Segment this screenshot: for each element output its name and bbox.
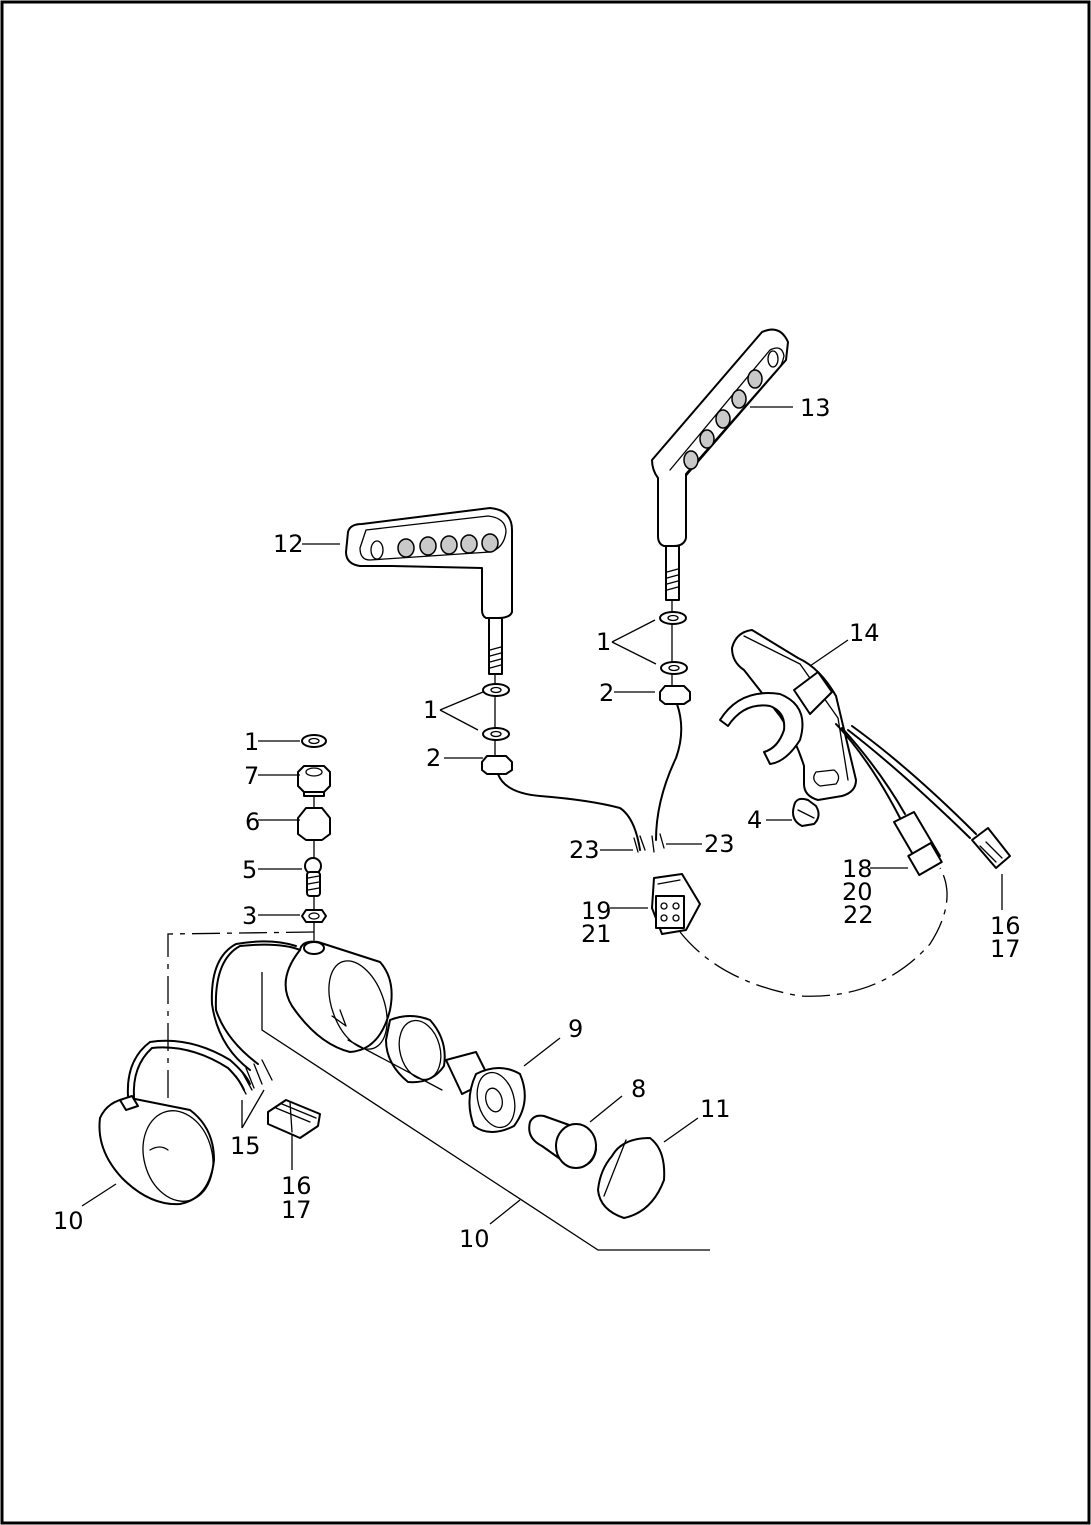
callout-labels: 12 13 14 1 1 1 2 2 3 4 5 6 7 8 9 10 10 1… [53,394,1021,1253]
callout-14: 14 [849,619,880,647]
callout-15: 15 [230,1132,261,1160]
wire-connector-block [267,1099,321,1139]
callout-9: 9 [568,1015,583,1043]
callout-1-left-washers: 1 [423,696,438,724]
callout-10-lower-left: 10 [53,1207,84,1235]
led-turn-signal-right [651,328,789,853]
callout-21: 21 [581,920,612,948]
mounting-bracket [719,629,1011,877]
callout-4: 4 [747,806,762,834]
callout-8: 8 [631,1075,646,1103]
callout-18: 18 [842,855,873,883]
callout-3: 3 [242,902,257,930]
leader-lines [81,406,1003,1225]
callout-5: 5 [242,856,257,884]
callout-19: 19 [581,897,612,925]
bullet-housing-lower [98,1039,253,1206]
dashed-wire-loop [679,867,948,997]
bullet-housing-upper [210,940,393,1089]
callout-2-left-nut: 2 [426,744,441,772]
callout-7: 7 [244,762,259,790]
callout-17-lower: 17 [281,1196,312,1224]
alignment-line [167,931,315,1110]
callout-2-right-nut: 2 [599,679,614,707]
grommet [792,797,820,827]
callout-17-right: 17 [990,935,1021,963]
callout-23-left: 23 [569,836,600,864]
callout-23-right: 23 [704,830,735,858]
bulb-socket [347,1015,526,1133]
bulb [528,1114,597,1169]
callout-12: 12 [273,530,304,558]
led-turn-signal-left [345,507,646,853]
callout-1-stack: 1 [244,728,259,756]
callout-20: 20 [842,878,873,906]
callout-10-lower-center: 10 [459,1225,490,1253]
leader-10-lower [261,972,710,1251]
mounting-hardware-stack [297,734,331,941]
callout-22: 22 [843,901,874,929]
callout-16-lower: 16 [281,1172,312,1200]
callout-16-right: 16 [990,912,1021,940]
callout-6: 6 [245,808,260,836]
connector-19-21 [651,873,701,935]
callout-1-right-washers: 1 [596,628,611,656]
lens [597,1137,666,1219]
callout-11: 11 [700,1095,731,1123]
callout-13: 13 [800,394,831,422]
